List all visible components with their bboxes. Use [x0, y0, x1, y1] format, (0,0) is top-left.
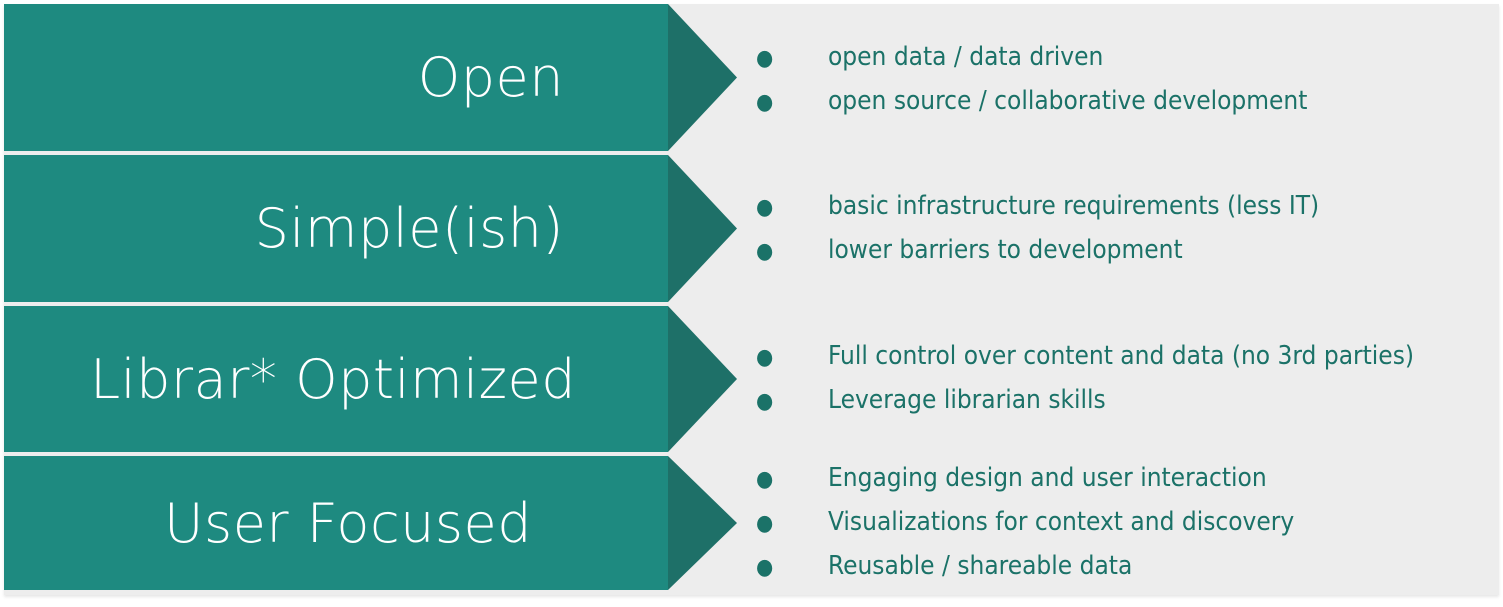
principle-row-library-optimized: Librar* Optimized ● Full control over co… — [4, 306, 1499, 452]
chevron-body — [4, 155, 668, 302]
list-item: ● open data / data driven — [756, 36, 1489, 80]
principle-label: Simple(ish) — [254, 197, 564, 260]
chevron-arrow-icon: Librar* Optimized — [4, 306, 737, 452]
list-item: ● Full control over content and data (no… — [756, 335, 1489, 379]
chevron-arrow-icon: Open — [4, 4, 737, 151]
list-item: ● open source / collaborative developmen… — [756, 80, 1489, 124]
bullet-list: ● basic infrastructure requirements (les… — [756, 155, 1489, 302]
list-item: ● Visualizations for context and discove… — [756, 501, 1489, 545]
bullet-dot-icon: ● — [756, 511, 774, 536]
list-item: ● basic infrastructure requirements (les… — [756, 185, 1489, 229]
bullet-list: ● Full control over content and data (no… — [756, 306, 1489, 452]
list-item-text: Visualizations for context and discovery — [828, 507, 1295, 537]
list-item-text: Reusable / shareable data — [828, 551, 1133, 581]
list-item-text: lower barriers to development — [828, 234, 1183, 265]
bullet-dot-icon: ● — [756, 89, 774, 115]
list-item: ● Engaging design and user interaction — [756, 457, 1489, 501]
list-item-text: Full control over content and data (no 3… — [828, 341, 1415, 371]
list-item-text: basic infrastructure requirements (less … — [828, 190, 1320, 221]
bullet-dot-icon: ● — [756, 45, 774, 71]
bullet-list: ● Engaging design and user interaction ●… — [756, 456, 1489, 594]
chevron-head — [668, 306, 737, 452]
bullet-dot-icon: ● — [756, 194, 774, 220]
list-item: ● Leverage librarian skills — [756, 379, 1489, 423]
list-item: ● lower barriers to development — [756, 229, 1489, 273]
chevron-body — [4, 4, 668, 151]
list-item-text: open source / collaborative development — [828, 85, 1308, 116]
principle-label: Librar* Optimized — [90, 347, 576, 411]
bullet-dot-icon: ● — [756, 345, 774, 370]
list-item-text: Engaging design and user interaction — [828, 463, 1267, 493]
list-item-text: open data / data driven — [828, 41, 1104, 72]
list-item-text: Leverage librarian skills — [828, 385, 1106, 415]
chevron-head — [668, 4, 737, 151]
principle-row-simple: Simple(ish) ● basic infrastructure requi… — [4, 155, 1499, 302]
principle-label: Open — [417, 46, 564, 109]
chevron-head — [668, 456, 737, 590]
bullet-dot-icon: ● — [756, 467, 774, 492]
chevron-arrow-icon: User Focused — [4, 456, 737, 590]
bullet-list: ● open data / data driven ● open source … — [756, 4, 1489, 153]
chevron-body — [4, 456, 668, 590]
chevron-head — [668, 155, 737, 302]
principle-row-user-focused: User Focused ● Engaging design and user … — [4, 456, 1499, 590]
bullet-dot-icon: ● — [756, 389, 774, 414]
chevron-arrow-icon: Simple(ish) — [4, 155, 737, 302]
bullet-dot-icon: ● — [756, 238, 774, 264]
principle-label: User Focused — [164, 491, 532, 555]
principle-row-open: Open ● open data / data driven ● open so… — [4, 4, 1499, 151]
chevron-body — [4, 306, 668, 452]
bullet-dot-icon: ● — [756, 555, 774, 580]
list-item: ● Reusable / shareable data — [756, 545, 1489, 589]
